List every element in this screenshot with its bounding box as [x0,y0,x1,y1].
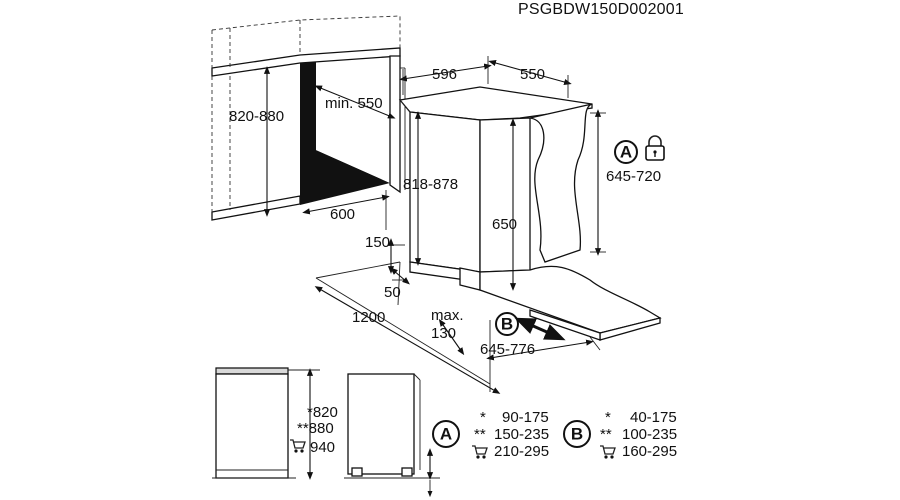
double-arrow-icon [514,317,566,341]
svg-text:B: B [501,315,513,334]
niche-height-label: 820-880 [229,108,284,125]
legend-b-mark-2: ** [600,426,612,443]
cart-icon [471,445,488,460]
legend-a-value-3: 210-295 [494,443,549,460]
door-height-range-label: 645-720 [606,168,661,185]
door-height-label: 650 [492,216,517,233]
door-swing-depth-label: 1200 [352,309,385,326]
svg-text:A: A [620,143,632,162]
appliance-height-label: 818-878 [403,176,458,193]
niche-drawing [211,15,662,385]
side-height-2: **880 [297,420,334,437]
legend-b-value-1: 40-175 [630,409,677,426]
cart-icon [289,439,306,454]
legend-a-mark-1: * [480,409,486,426]
door-depth-range-label: 645-776 [480,341,535,358]
plinth-recess-label: 50 [384,284,401,301]
svg-text:A: A [440,425,452,444]
marker-a: A [614,140,638,164]
legend-b-mark-1: * [605,409,611,426]
lock-icon [645,135,665,161]
legend-b-value-2: 100-235 [622,426,677,443]
marker-b: B [495,312,519,336]
side-height-1: *820 [307,404,338,421]
dimension-lines [263,56,606,394]
max-label: max. [431,307,464,324]
max-value-label: 130 [431,325,456,342]
legend-a-value-1: 90-175 [502,409,549,426]
legend-a: A * 90-175 ** 150-235 210-295 [432,409,549,460]
drawing-code: PSGBDW150D002001 [518,1,684,18]
svg-text:B: B [571,425,583,444]
cart-icon [599,445,616,460]
legend-b: B * 40-175 ** 100-235 160-295 [563,409,677,460]
side-view-left [212,367,320,480]
side-view-right [344,373,440,498]
appliance-width-label: 596 [432,66,457,83]
min-depth-label: min. 550 [325,95,383,112]
legend-a-value-2: 150-235 [494,426,549,443]
niche-width-label: 600 [330,206,355,223]
plinth-height-label: 150 [365,234,390,251]
legend-b-value-3: 160-295 [622,443,677,460]
legend-a-mark-2: ** [474,426,486,443]
side-height-3: 940 [310,439,335,456]
appliance-depth-label: 550 [520,66,545,83]
